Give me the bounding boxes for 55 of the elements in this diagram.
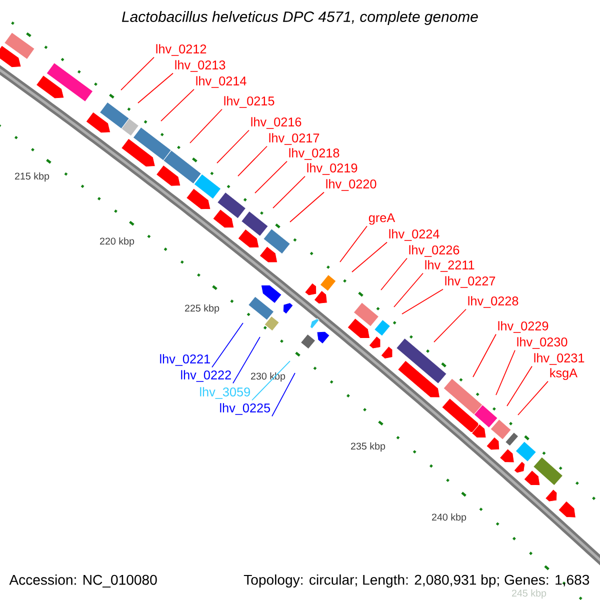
leader-line: [232, 336, 260, 384]
gene-label: lhv_0217: [269, 133, 320, 145]
gene-label: lhv_0218: [289, 148, 340, 160]
leader-line: [272, 372, 296, 417]
gene-label: lhv_0221: [160, 354, 210, 366]
gene-label: lhv_0228: [468, 296, 518, 308]
leader-line: [160, 88, 194, 122]
leader-line: [254, 160, 288, 194]
leader-line: [434, 308, 466, 342]
leader-line: [518, 380, 548, 416]
gene-label: lhv_0215: [224, 96, 274, 108]
leader-line: [394, 272, 424, 308]
scale-label: 235 kbp: [351, 442, 386, 452]
leader-line: [216, 130, 250, 164]
leader-line: [238, 146, 268, 176]
gene-label: lhv_0216: [251, 117, 302, 129]
gene-label: lhv_0220: [326, 179, 376, 191]
gene-label: greA: [368, 213, 396, 225]
summary-text: Topology: circular; Length: 2,080,931 bp; Genes: 1,683: [244, 574, 590, 588]
gene-label: lhv_0229: [498, 321, 548, 333]
gene-label: lhv_2211: [425, 260, 474, 272]
gene-label: lhv_0212: [156, 44, 206, 56]
leader-line: [496, 350, 516, 396]
leader-line: [272, 176, 306, 208]
leader-line: [212, 322, 244, 368]
leader-line: [472, 334, 496, 378]
leader-line: [252, 360, 290, 401]
leader-line: [506, 366, 532, 406]
gene-label: lhv_0226: [409, 245, 460, 257]
leader-line: [120, 56, 154, 90]
scale-label: 215 kbp: [15, 172, 50, 182]
scale-label: 245 kbp: [512, 589, 546, 599]
gene-label: lhv_0225: [220, 403, 270, 415]
leader-line: [380, 258, 408, 290]
leader-line: [352, 242, 388, 272]
accession-text: Accession: NC_010080: [9, 574, 157, 588]
gene-label: lhv_0231: [534, 353, 584, 365]
gene-label: lhv_0222: [181, 370, 231, 382]
gene-label: lhv_0230: [517, 337, 568, 349]
scale-label: 225 kbp: [185, 304, 220, 314]
scale-label: 240 kbp: [432, 513, 466, 523]
gene-label: lhv_0213: [175, 60, 226, 72]
leader-line: [190, 108, 222, 144]
gene-label: lhv_0219: [307, 163, 358, 175]
leader-line: [290, 192, 324, 222]
leader-line: [402, 288, 444, 314]
leader-line: [340, 226, 368, 262]
leader-line: [138, 72, 174, 104]
title: Lactobacillus helveticus DPC 4571, complete genome: [122, 11, 478, 25]
gene-label: lhv_0224: [389, 229, 440, 241]
gene-label: lhv_0214: [196, 76, 246, 88]
gene-label: lhv_0227: [445, 276, 496, 288]
gene-label: ksgA: [550, 368, 578, 380]
scale-label: 220 kbp: [100, 237, 134, 247]
gene-label: lhv_3059: [200, 387, 250, 399]
